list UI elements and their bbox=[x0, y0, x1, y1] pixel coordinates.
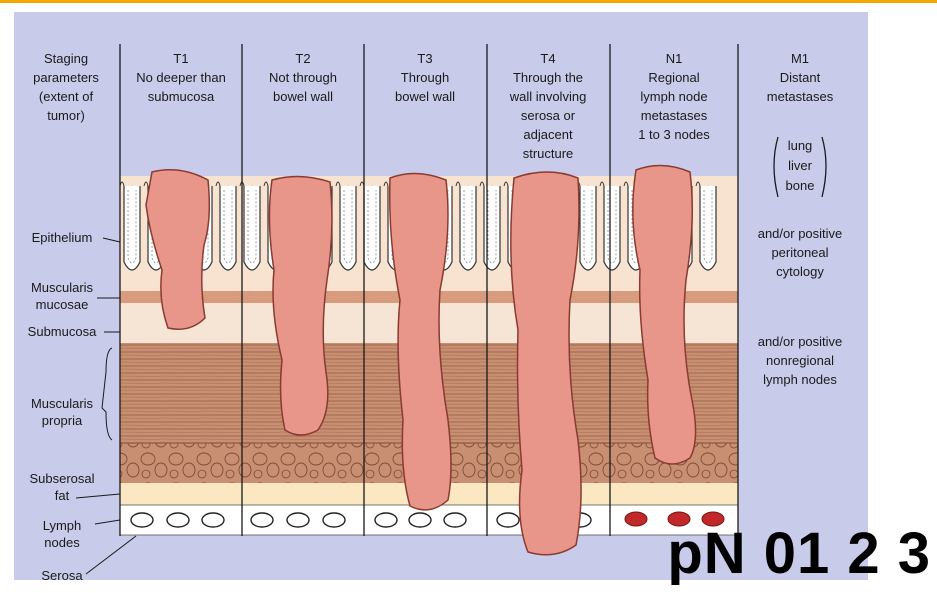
column-heading: T1 bbox=[173, 51, 188, 66]
column-heading-line: metastases bbox=[641, 108, 708, 123]
column-heading-line: Through the bbox=[513, 70, 583, 85]
crypt bbox=[460, 186, 476, 270]
crypt bbox=[364, 186, 380, 270]
label-muscularis-mucosae: mucosae bbox=[36, 297, 89, 312]
column-heading-line: adjacent bbox=[523, 127, 573, 142]
column-heading-line: parameters bbox=[33, 70, 99, 85]
column-heading-line: 1 to 3 nodes bbox=[638, 127, 710, 142]
column-heading-line: bowel wall bbox=[395, 89, 455, 104]
column-heading-line: bowel wall bbox=[273, 89, 333, 104]
column-heading-line: wall involving bbox=[509, 89, 587, 104]
lymph-node bbox=[375, 513, 397, 527]
label-submucosa: Submucosa bbox=[28, 324, 97, 339]
column-heading: Staging bbox=[44, 51, 88, 66]
label-epithelium: Epithelium bbox=[32, 230, 93, 245]
lymph-node-row bbox=[131, 512, 724, 527]
label-subserosal-fat: fat bbox=[55, 488, 70, 503]
leader-line bbox=[86, 536, 136, 574]
m1-note-line: and/or positive bbox=[758, 334, 843, 349]
column-heading-line: tumor) bbox=[47, 108, 85, 123]
column-heading: T2 bbox=[295, 51, 310, 66]
label-lymph-nodes: nodes bbox=[44, 535, 80, 550]
propria-brace bbox=[102, 348, 112, 440]
lymph-node bbox=[167, 513, 189, 527]
positive-lymph-node bbox=[625, 512, 647, 526]
m1-notes: and/or positive peritoneal cytology and/or … bbox=[758, 226, 843, 387]
column-heading: T3 bbox=[417, 51, 432, 66]
metastasis-site: lung bbox=[788, 138, 813, 153]
crypt bbox=[580, 186, 596, 270]
metastasis-site: bone bbox=[786, 178, 815, 193]
lymph-node bbox=[444, 513, 466, 527]
column-heading-line: submucosa bbox=[148, 89, 215, 104]
lymph-node bbox=[497, 513, 519, 527]
column-heading-line: No deeper than bbox=[136, 70, 226, 85]
crypt bbox=[340, 186, 356, 270]
column-heading: M1 bbox=[791, 51, 809, 66]
label-lymph-nodes: Lymph bbox=[43, 518, 82, 533]
crypt bbox=[244, 186, 260, 270]
m1-note-line: peritoneal bbox=[771, 245, 828, 260]
column-heading-line: (extent of bbox=[39, 89, 94, 104]
m1-note-line: cytology bbox=[776, 264, 824, 279]
metastasis-site: liver bbox=[788, 158, 813, 173]
column-heading: N1 bbox=[666, 51, 683, 66]
label-muscularis-propria: propria bbox=[42, 413, 83, 428]
lymph-node bbox=[202, 513, 224, 527]
m1-note-line: lymph nodes bbox=[763, 372, 837, 387]
crypt bbox=[124, 186, 140, 270]
crypt bbox=[700, 186, 716, 270]
label-serosa: Serosa bbox=[41, 568, 83, 583]
lymph-node bbox=[251, 513, 273, 527]
bracket-right bbox=[822, 137, 826, 197]
leader-line bbox=[103, 238, 120, 242]
label-muscularis-mucosae: Muscularis bbox=[31, 280, 94, 295]
m1-note-line: and/or positive bbox=[758, 226, 843, 241]
column-heading-line: lymph node bbox=[640, 89, 707, 104]
column-heading-line: Regional bbox=[648, 70, 699, 85]
column-heading-line: metastases bbox=[767, 89, 834, 104]
m1-note-line: nonregional bbox=[766, 353, 834, 368]
column-heading-line: serosa or bbox=[521, 108, 576, 123]
column-heading: T4 bbox=[540, 51, 555, 66]
leader-line bbox=[76, 494, 120, 498]
bracket-left bbox=[774, 137, 778, 197]
column-heading-line: Through bbox=[401, 70, 449, 85]
label-muscularis-propria: Muscularis bbox=[31, 396, 94, 411]
lymph-node bbox=[323, 513, 345, 527]
leader-line bbox=[95, 520, 120, 524]
lymph-node bbox=[409, 513, 431, 527]
column-heading-line: structure bbox=[523, 146, 574, 161]
label-subserosal-fat: Subserosal bbox=[29, 471, 94, 486]
pn-overlay-label: pN 01 2 3 bbox=[667, 520, 931, 587]
lymph-node bbox=[287, 513, 309, 527]
column-heading-line: Not through bbox=[269, 70, 337, 85]
crypt bbox=[220, 186, 236, 270]
column-heading-line: Distant bbox=[780, 70, 821, 85]
crypt bbox=[604, 186, 620, 270]
lymph-node bbox=[131, 513, 153, 527]
